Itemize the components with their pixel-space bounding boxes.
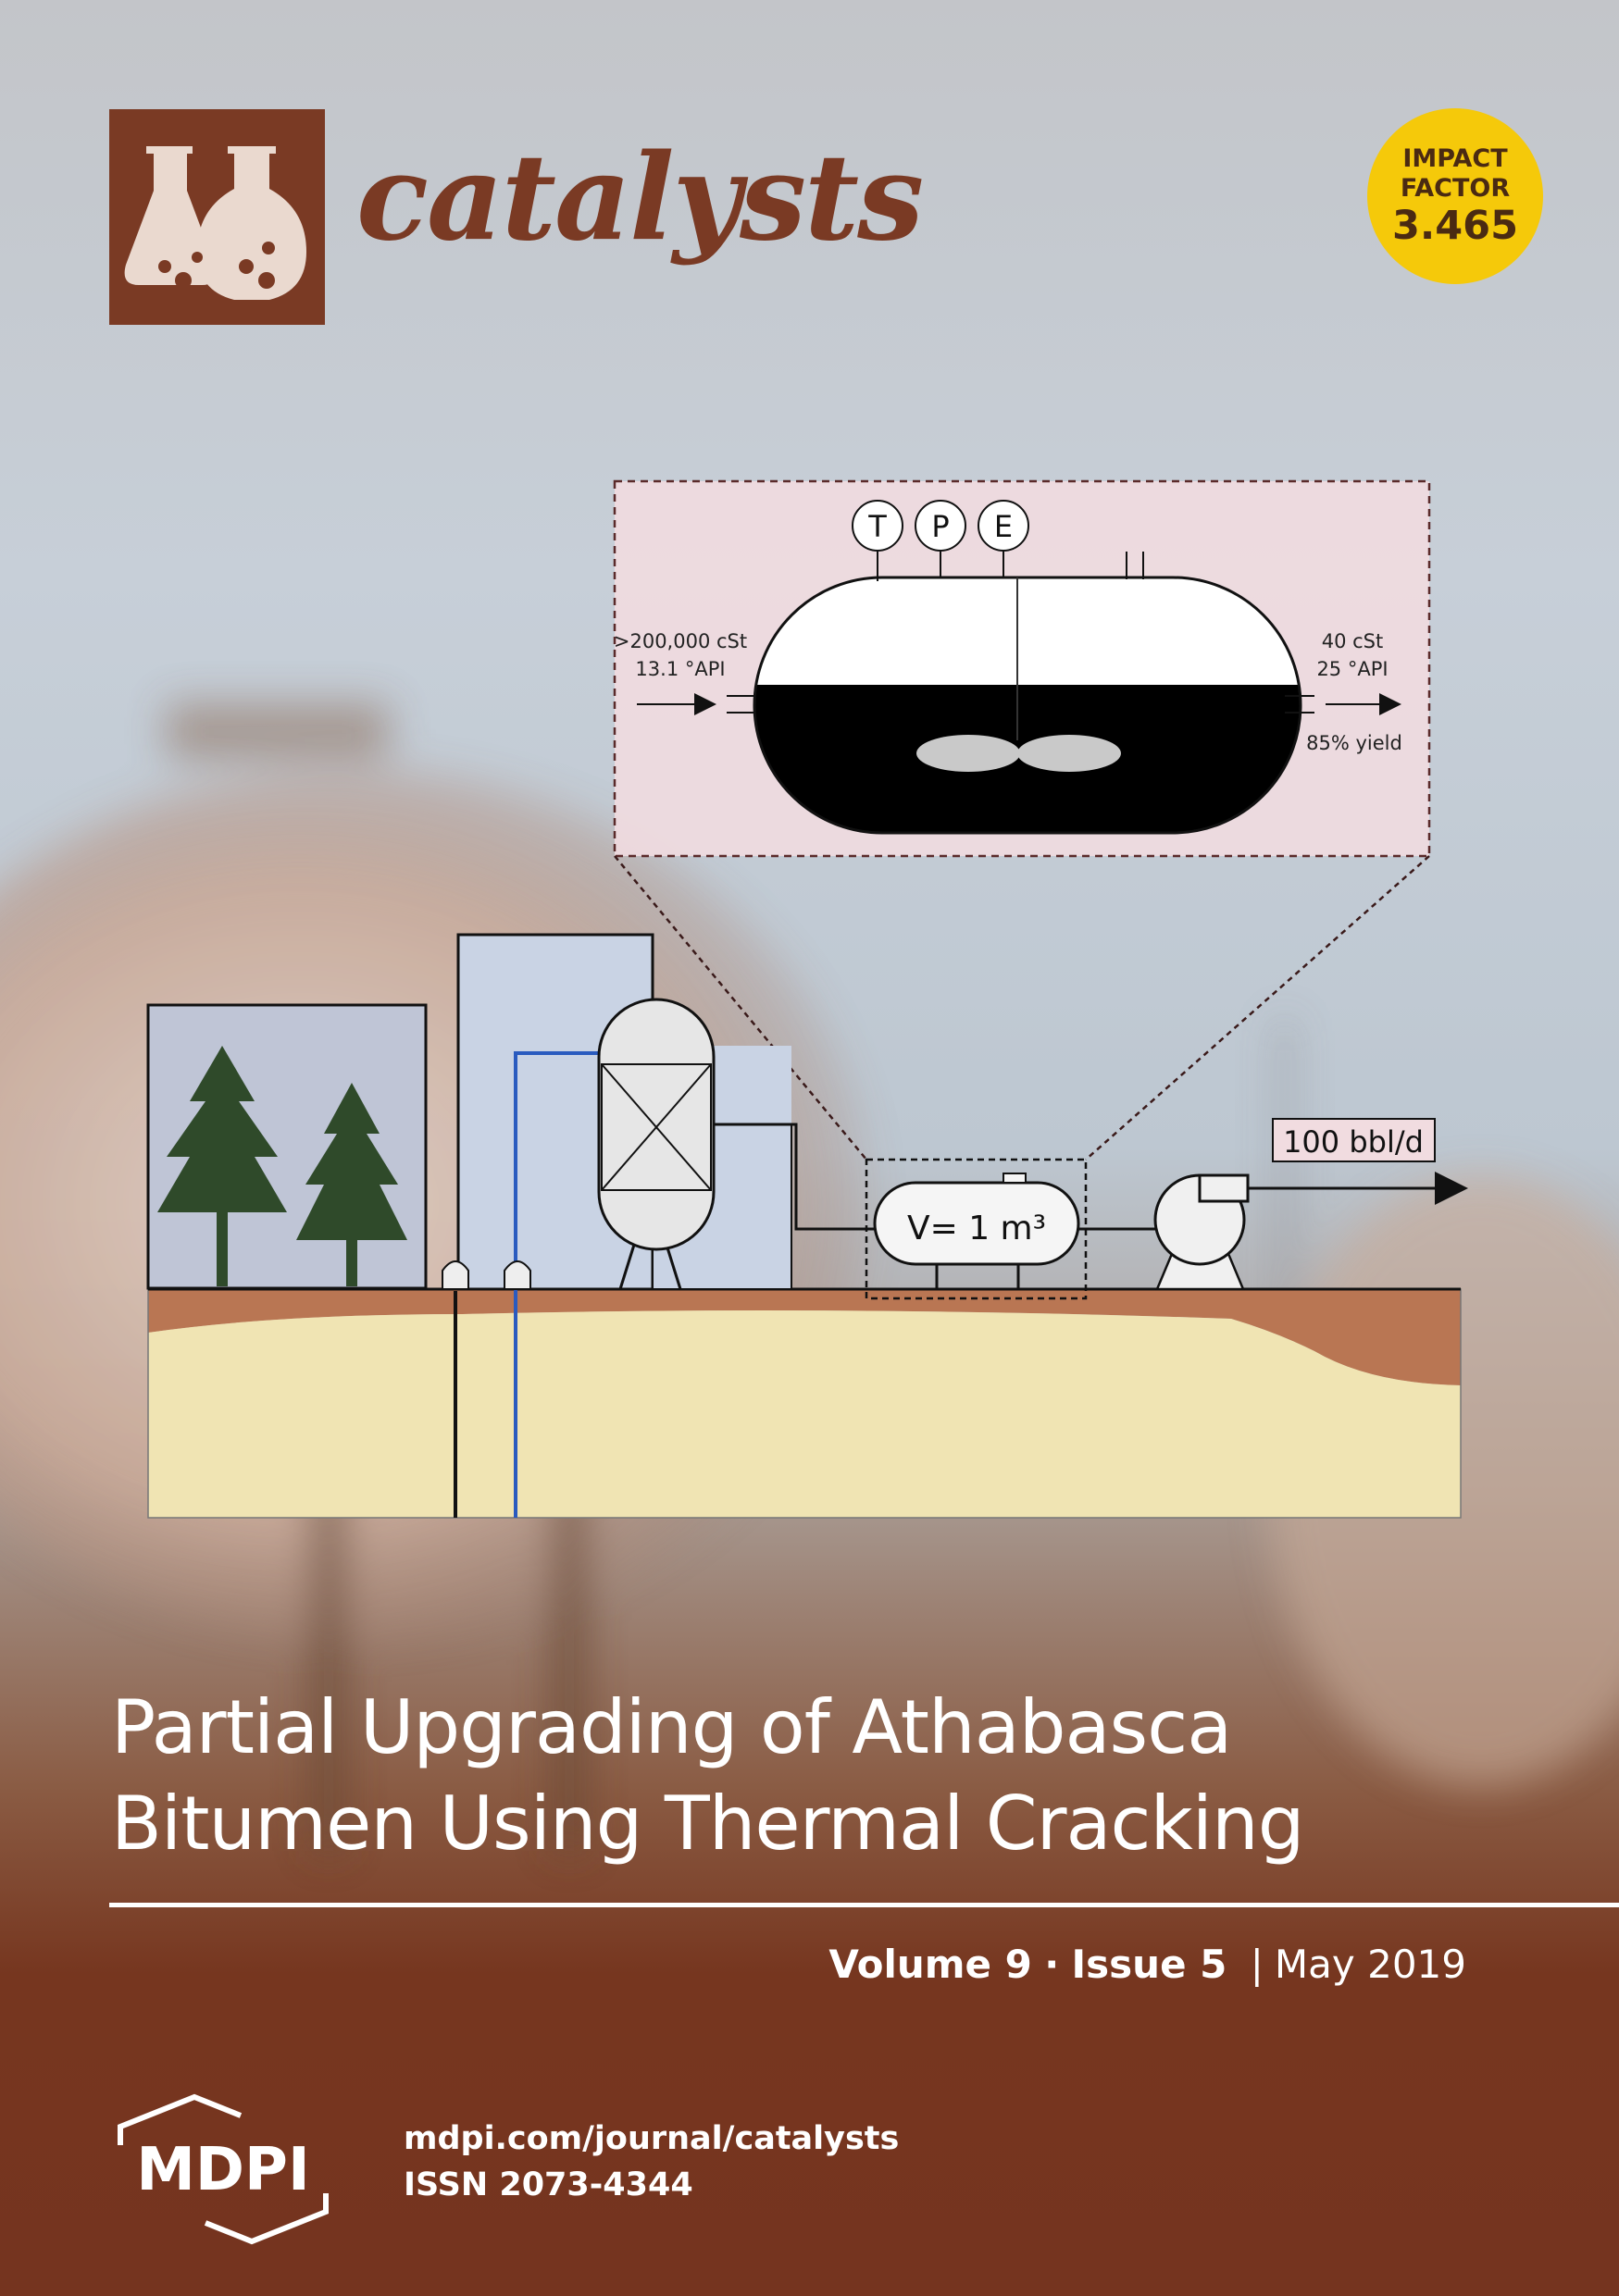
issue-dot: · — [1044, 1942, 1060, 1987]
inlet-viscosity-label: >200,000 cSt — [614, 630, 747, 652]
journal-url[interactable]: mdpi.com/journal/catalysts — [404, 2120, 900, 2157]
yield-label: 85% yield — [1306, 732, 1402, 754]
pine-tree-icon — [157, 1046, 407, 1286]
title-divider — [109, 1903, 1619, 1907]
gauge-p-label: P — [931, 509, 949, 544]
flow-rate-box — [1272, 1118, 1436, 1162]
inlet-api-label: 13.1 °API — [635, 658, 725, 680]
sand-layer — [148, 1310, 1461, 1518]
issue-info: Volume 9 · Issue 5 |May 2019 — [828, 1939, 1466, 1991]
reactor-inset: T P E >200,000 cSt 13.1 °API 40 cSt 25 °… — [613, 479, 1431, 858]
factor-label: FACTOR — [1400, 174, 1511, 203]
title-line-2: Bitumen Using Thermal Cracking — [111, 1781, 1305, 1867]
mdpi-logo-icon: MDPI — [118, 2093, 329, 2245]
flow-rate-label: 100 bbl/d — [1283, 1124, 1424, 1160]
reactor-vessel — [873, 1181, 1080, 1266]
impact-factor-badge: IMPACT FACTOR 3.465 — [1367, 108, 1543, 284]
outlet-viscosity-label: 40 cSt — [1322, 630, 1384, 652]
article-title: Partial Upgrading of Athabasca Bitumen U… — [111, 1680, 1555, 1872]
journal-logo-box — [109, 109, 325, 325]
flask-logo-icon — [124, 146, 306, 300]
process-scheme-figure: T P E >200,000 cSt 13.1 °API 40 cSt 25 °… — [146, 479, 1468, 1519]
issue-divider: | — [1250, 1942, 1264, 1987]
soil-layer — [148, 1289, 1461, 1385]
impact-value: 3.465 — [1391, 203, 1518, 249]
issue-label: Issue 5 — [1071, 1942, 1227, 1987]
outlet-api-label: 25 °API — [1316, 658, 1388, 680]
pump — [1153, 1173, 1250, 1291]
volume-label: Volume 9 — [828, 1942, 1032, 1987]
mdpi-wordmark: MDPI — [136, 2136, 310, 2204]
gauge-t-label: T — [867, 509, 887, 544]
issue-date: May 2019 — [1274, 1942, 1466, 1987]
impact-label: IMPACT — [1402, 144, 1508, 173]
title-line-1: Partial Upgrading of Athabasca — [111, 1684, 1232, 1770]
column-reactor — [597, 998, 716, 1290]
issn-label: ISSN 2073-4344 — [404, 2166, 693, 2203]
vessel-volume-label: V= 1 m³ — [907, 1210, 1046, 1247]
footer-info: mdpi.com/journal/catalysts ISSN 2073-434… — [404, 2116, 899, 2208]
journal-name: catalysts — [356, 129, 924, 267]
gauge-e-label: E — [994, 509, 1013, 544]
